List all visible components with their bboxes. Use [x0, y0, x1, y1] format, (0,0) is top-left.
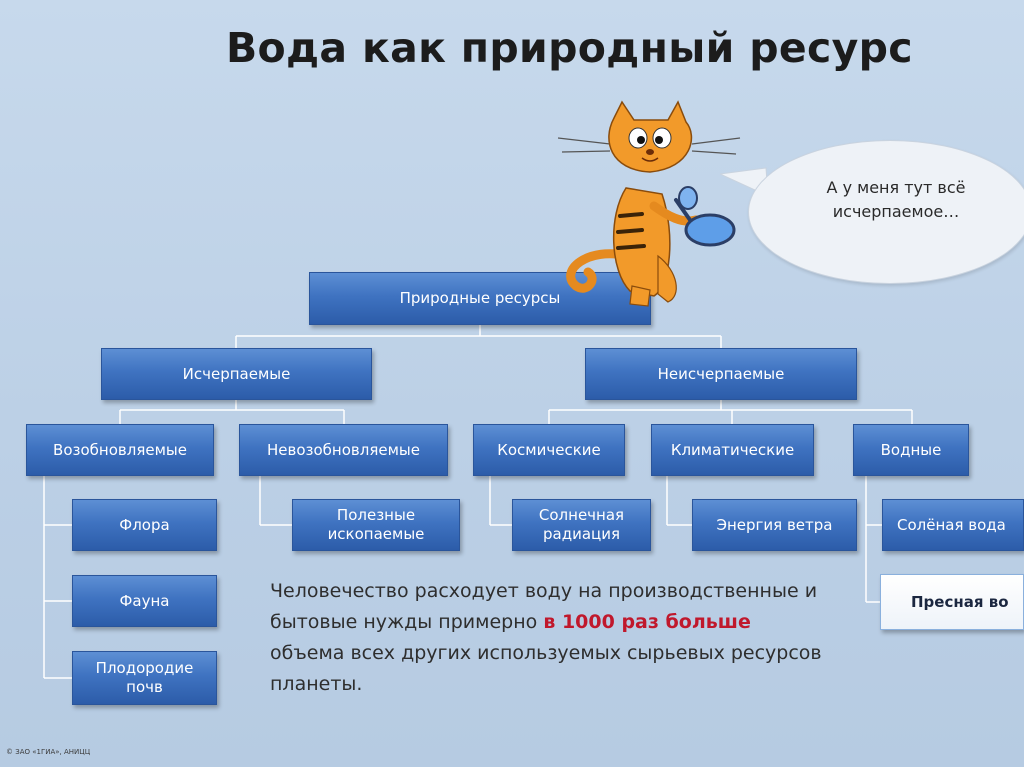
node-flora: Флора	[72, 499, 217, 551]
fact-text-start: Человечество расходует воду на производс…	[270, 580, 818, 633]
footer-copyright: © ЗАО «1ГИА», АНИЦЦ	[6, 748, 91, 756]
node-salt-water: Солёная вода	[882, 499, 1024, 551]
node-space: Космические	[473, 424, 625, 476]
node-climatic: Климатические	[651, 424, 814, 476]
node-renewable: Возобновляемые	[26, 424, 214, 476]
node-minerals: Полезные ископаемые	[292, 499, 460, 551]
speech-bubble	[748, 140, 1024, 284]
node-inexhaustible: Неисчерпаемые	[585, 348, 857, 400]
node-solar-radiation: Солнечная радиация	[512, 499, 651, 551]
slide-title: Вода как природный ресурс	[226, 24, 913, 72]
node-fresh-water: Пресная во	[880, 574, 1024, 630]
speech-bubble-text: А у меня тут всё исчерпаемое…	[826, 178, 966, 221]
node-fauna: Фауна	[72, 575, 217, 627]
fact-paragraph: Человечество расходует воду на производс…	[270, 576, 830, 700]
node-water: Водные	[853, 424, 969, 476]
node-exhaustible: Исчерпаемые	[101, 348, 372, 400]
fact-text-end: объема всех других используемых сырьевых…	[270, 642, 822, 695]
node-soil-fertility: Плодородие почв	[72, 651, 217, 705]
cat-mascot-icon	[558, 100, 741, 307]
node-wind-energy: Энергия ветра	[692, 499, 857, 551]
fact-highlight: в 1000 раз больше	[543, 611, 751, 633]
node-nonrenewable: Невозобновляемые	[239, 424, 448, 476]
